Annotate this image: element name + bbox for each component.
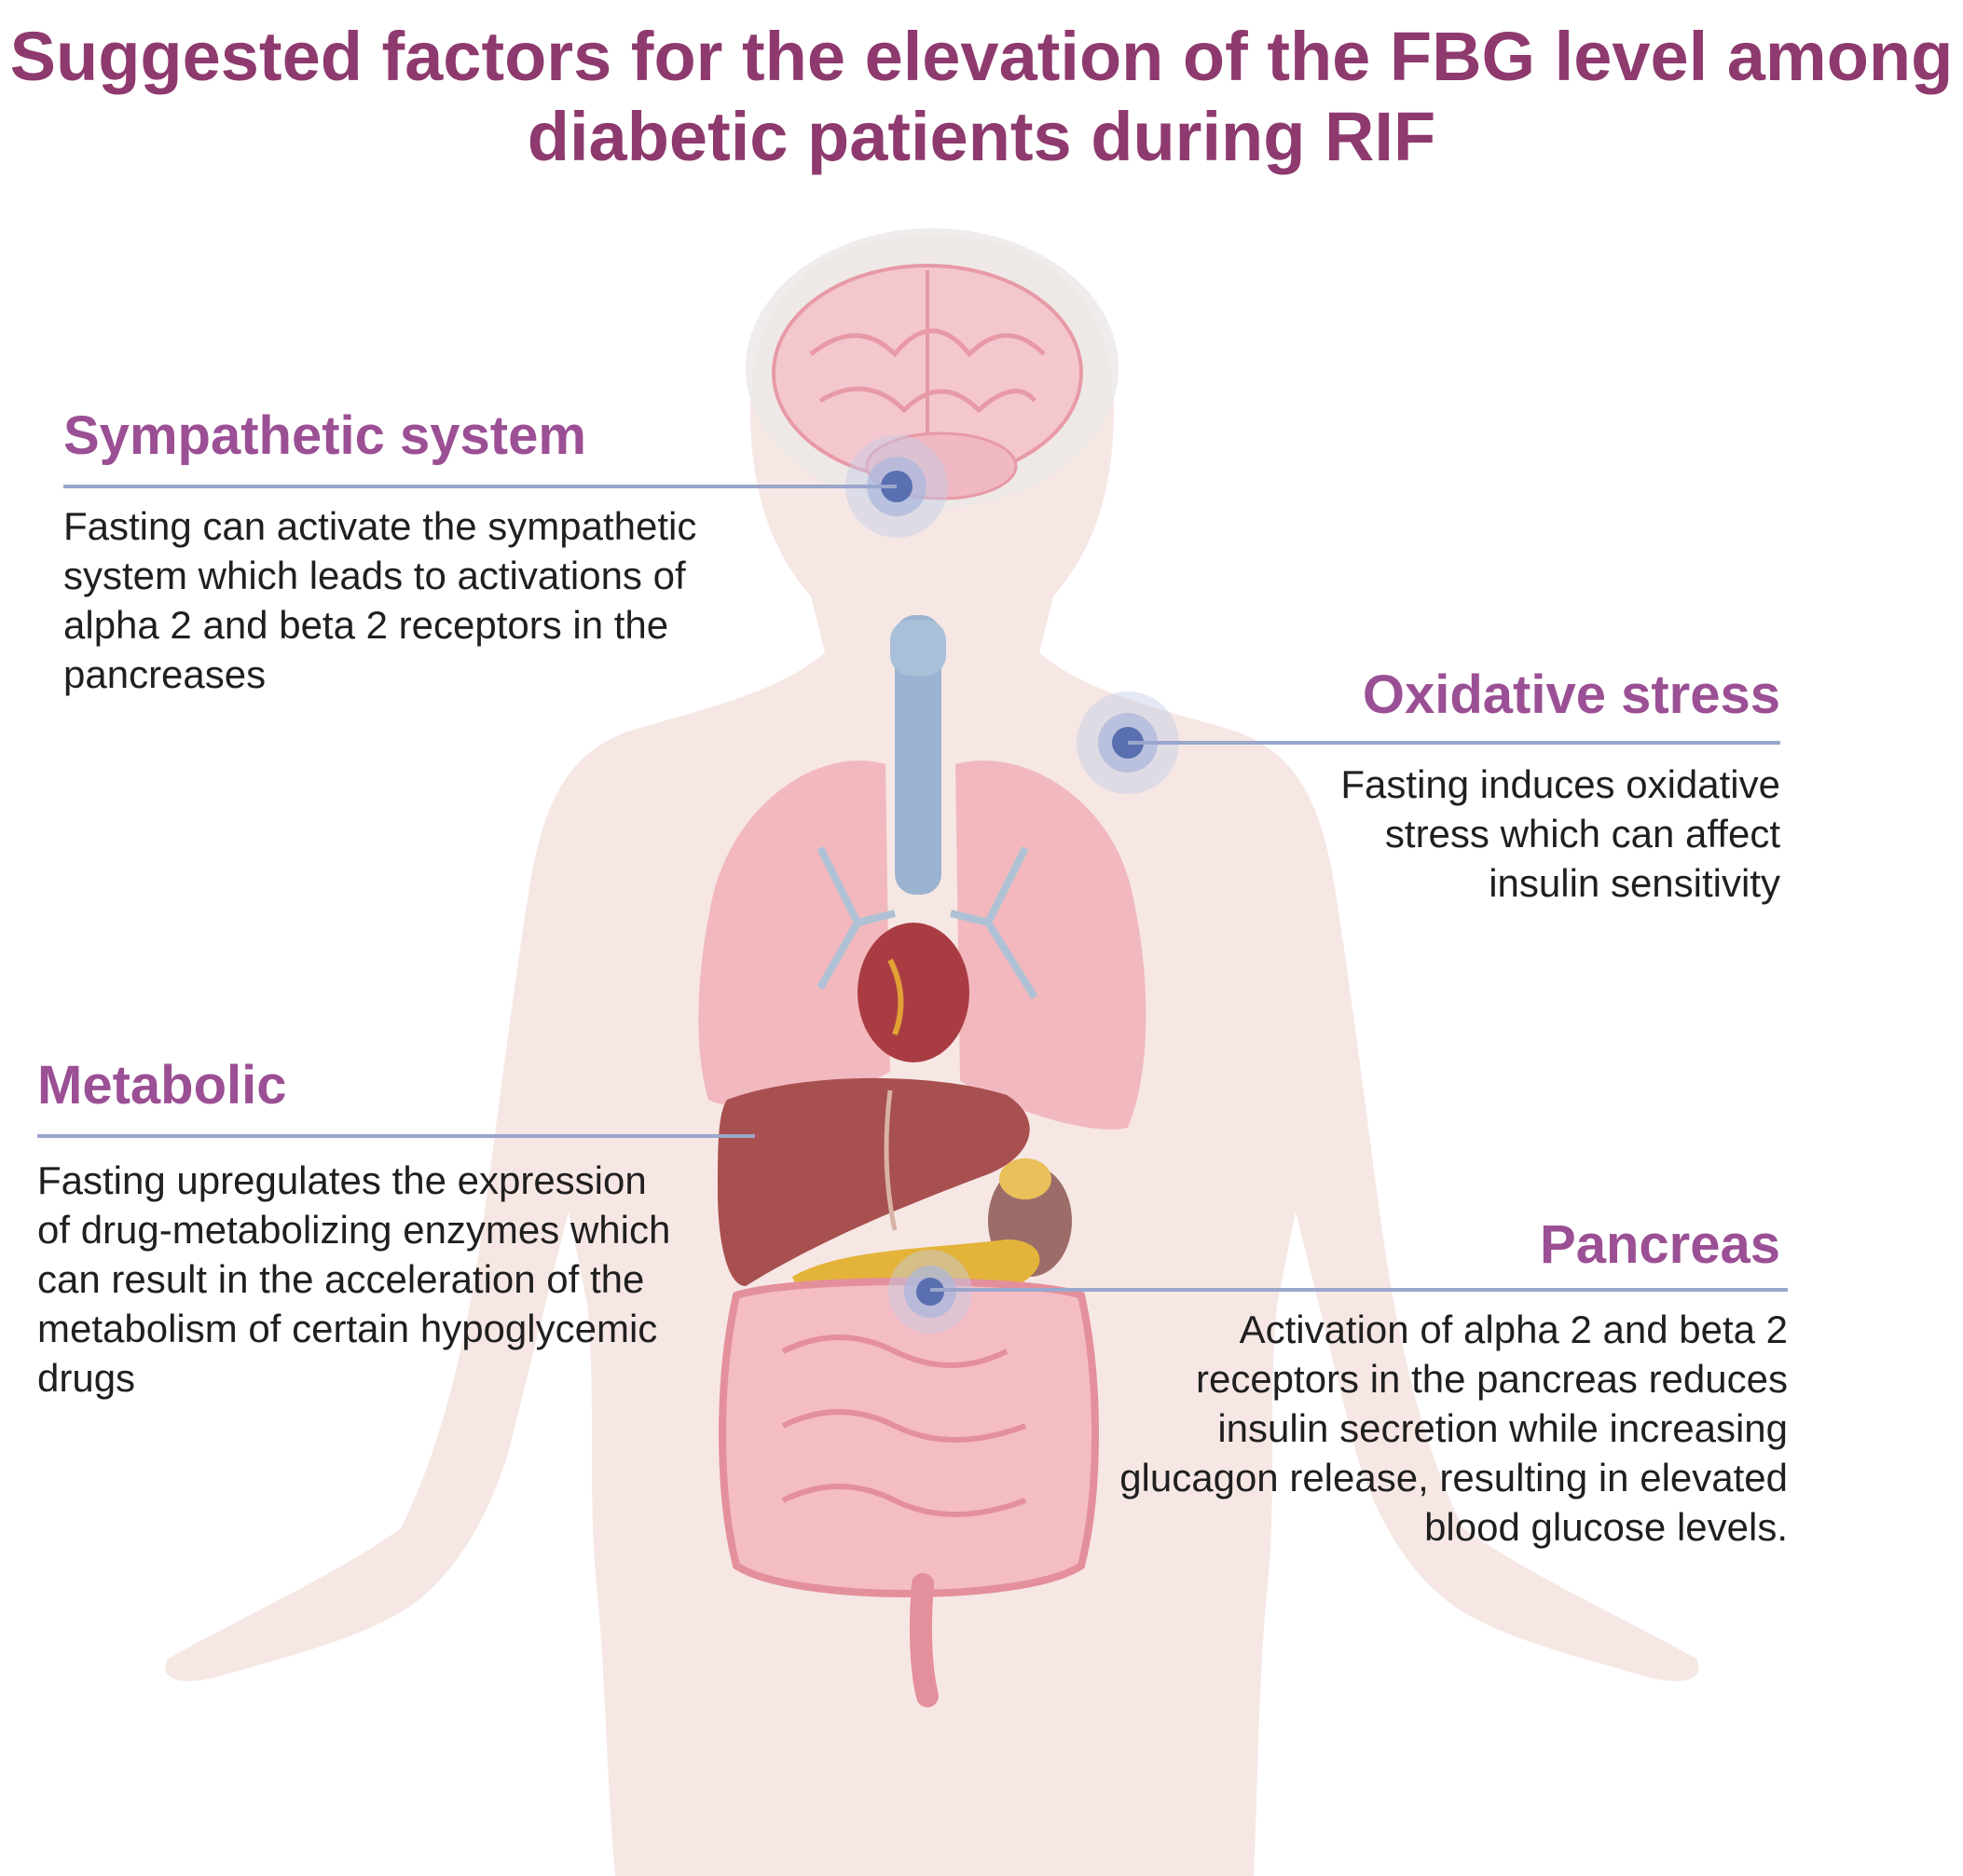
sympathetic-heading: Sympathetic system (63, 405, 586, 466)
figure-title: Suggested factors for the elevation of t… (9, 18, 1954, 175)
heart-organ (858, 923, 969, 1062)
metabolic-heading: Metabolic (37, 1055, 287, 1116)
pancreas-heading: Pancreas (1540, 1214, 1780, 1275)
oxidative-heading: Oxidative stress (1362, 664, 1780, 725)
sympathetic-leader-line (63, 485, 897, 488)
lungs-organ (698, 760, 1146, 1130)
oxidative-leader-line (1128, 741, 1780, 745)
gallbladder-organ (999, 1158, 1051, 1199)
metabolic-text: Fasting upregulates the expression of dr… (37, 1158, 671, 1400)
marker-sympathetic (845, 435, 948, 538)
intestines-organ (719, 1278, 1099, 1707)
brain-organ (772, 264, 1083, 500)
metabolic-leader-line (37, 1134, 755, 1138)
marker-pancreas (888, 1250, 972, 1334)
oxidative-text: Fasting induces oxidative stress which c… (1340, 762, 1780, 905)
liver-organ (718, 1077, 1030, 1286)
sympathetic-text: Fasting can activate the sympathetic sys… (63, 504, 697, 696)
trachea-organ (890, 615, 946, 895)
pancreas-text: Activation of alpha 2 and beta 2 recepto… (1119, 1308, 1788, 1549)
pancreas-leader-line (930, 1288, 1788, 1292)
